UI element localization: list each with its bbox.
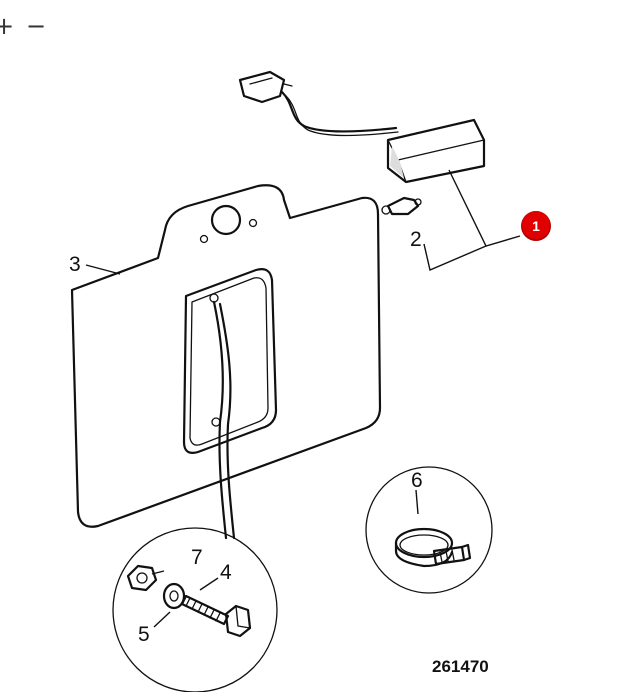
- hose-clamp-part[interactable]: [394, 527, 472, 568]
- callout-3-label[interactable]: 3: [69, 253, 81, 276]
- callout-5-label[interactable]: 5: [138, 623, 150, 646]
- drawing-number: 261470: [432, 657, 489, 676]
- callout-6-label[interactable]: 6: [411, 469, 423, 492]
- callout-2-label[interactable]: 2: [410, 228, 422, 251]
- nut-part[interactable]: [126, 564, 158, 592]
- bulb-part[interactable]: [381, 196, 422, 216]
- clamp-detail-circle: [365, 466, 493, 594]
- zoom-out-button[interactable]: −: [26, 12, 47, 40]
- zoom-in-button[interactable]: +: [0, 12, 15, 40]
- callout-1-label: 1: [532, 218, 540, 234]
- bolt-part[interactable]: [180, 594, 252, 638]
- callout-4-label[interactable]: 4: [220, 561, 232, 584]
- callout-1-badge[interactable]: 1: [521, 211, 551, 241]
- callout-7-label[interactable]: 7: [191, 546, 203, 569]
- leader-lines: [85, 169, 521, 628]
- washer-part[interactable]: [162, 582, 186, 610]
- gasket-plate-part[interactable]: [70, 184, 382, 540]
- lamp-assembly-part[interactable]: [238, 70, 486, 184]
